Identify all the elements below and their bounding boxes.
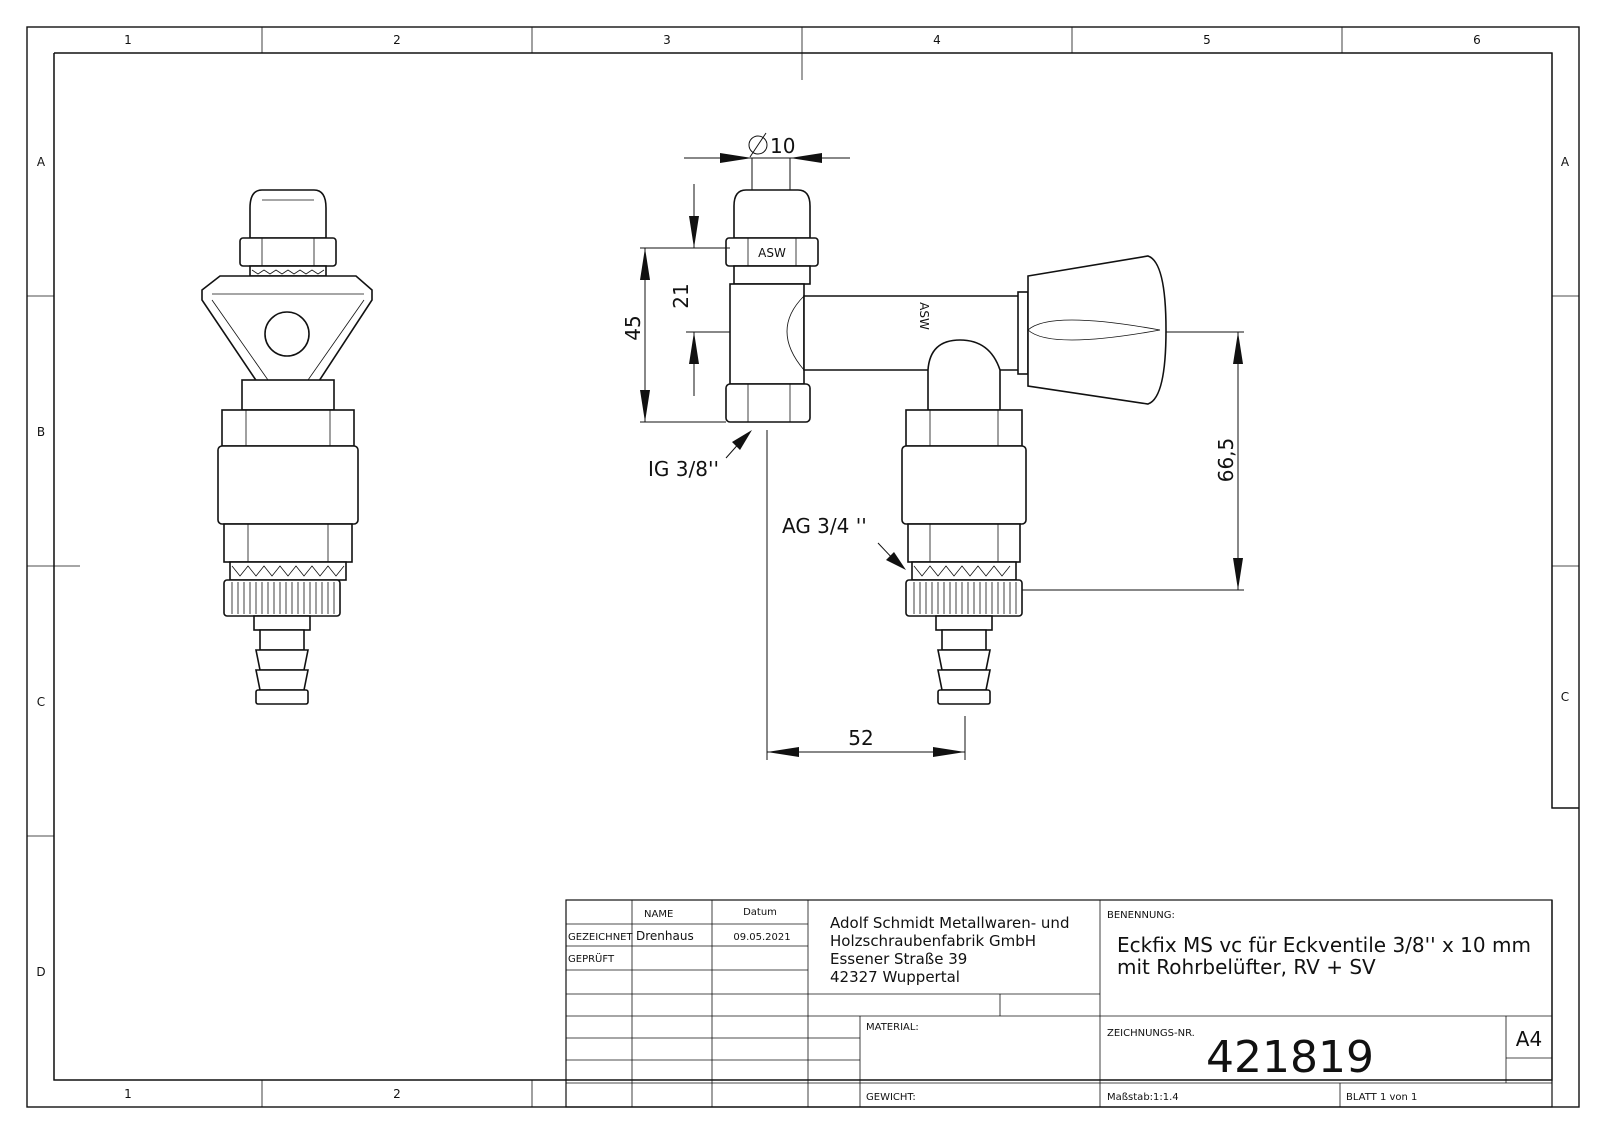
dimension-lines bbox=[640, 132, 1244, 760]
tb-col-name: NAME bbox=[644, 909, 673, 920]
asw-nut-mark: ASW bbox=[758, 246, 786, 260]
grid-row-a-left: A bbox=[37, 155, 46, 169]
tb-gezeichnet-datum: 09.05.2021 bbox=[733, 932, 790, 943]
tb-material-label: MATERIAL: bbox=[866, 1022, 919, 1033]
side-view bbox=[725, 189, 1167, 705]
grid-col-4-top: 4 bbox=[933, 33, 941, 47]
dim-diameter-10: 10 bbox=[770, 134, 795, 158]
tb-benennung-label: BENENNUNG: bbox=[1107, 910, 1175, 921]
dim-66-5: 66,5 bbox=[1214, 438, 1238, 483]
asw-body-mark: ASW bbox=[917, 302, 931, 330]
grid-col-5-top: 5 bbox=[1203, 33, 1211, 47]
grid-col-1-top: 1 bbox=[124, 33, 132, 47]
tb-company-line2: Holzschraubenfabrik GmbH bbox=[830, 932, 1036, 950]
tb-blatt: BLATT 1 von 1 bbox=[1346, 1092, 1417, 1103]
tb-col-datum: Datum bbox=[743, 907, 777, 918]
tb-zeichnungs-label: ZEICHNUNGS-NR. bbox=[1107, 1028, 1195, 1039]
grid-row-c-right: C bbox=[1561, 690, 1569, 704]
knurl-lines-side bbox=[913, 582, 1017, 614]
dim-ig-thread: IG 3/8'' bbox=[648, 457, 719, 481]
grid-col-2-bottom: 2 bbox=[393, 1087, 401, 1101]
tb-row-geprueft: GEPRÜFT bbox=[568, 952, 615, 965]
grid-row-d-left: D bbox=[36, 965, 45, 979]
tb-row-gezeichnet: GEZEICHNET bbox=[568, 932, 633, 943]
front-view bbox=[201, 189, 373, 705]
tb-zeichnungs-nr: 421819 bbox=[1206, 1032, 1374, 1083]
grid-col-1-bottom: 1 bbox=[124, 1087, 132, 1101]
grid-row-b-left: B bbox=[37, 425, 45, 439]
dim-ag-thread: AG 3/4 '' bbox=[782, 514, 867, 538]
tb-massstab: Maßstab:1:1.4 bbox=[1107, 1092, 1179, 1103]
tb-benennung-line1: Eckfix MS vc für Eckventile 3/8'' x 10 m… bbox=[1117, 933, 1531, 957]
grid-row-a-right: A bbox=[1561, 155, 1570, 169]
tb-gezeichnet-name: Drenhaus bbox=[636, 929, 694, 943]
tb-gewicht-label: GEWICHT: bbox=[866, 1092, 916, 1103]
grid-col-3-top: 3 bbox=[663, 33, 671, 47]
title-block bbox=[565, 899, 1553, 1108]
grid-row-c-left: C bbox=[37, 695, 45, 709]
tb-company-line1: Adolf Schmidt Metallwaren- und bbox=[830, 914, 1069, 932]
grid-col-2-top: 2 bbox=[393, 33, 401, 47]
tb-company-line4: 42327 Wuppertal bbox=[830, 968, 960, 986]
grid-col-6-top: 6 bbox=[1473, 33, 1481, 47]
dim-21: 21 bbox=[669, 283, 693, 308]
tb-format: A4 bbox=[1516, 1027, 1542, 1051]
dim-52: 52 bbox=[848, 726, 873, 750]
tb-benennung-line2: mit Rohrbelüfter, RV + SV bbox=[1117, 955, 1376, 979]
dim-45: 45 bbox=[621, 315, 645, 340]
knurl-lines-front bbox=[231, 582, 335, 614]
tb-company-line3: Essener Straße 39 bbox=[830, 950, 967, 968]
